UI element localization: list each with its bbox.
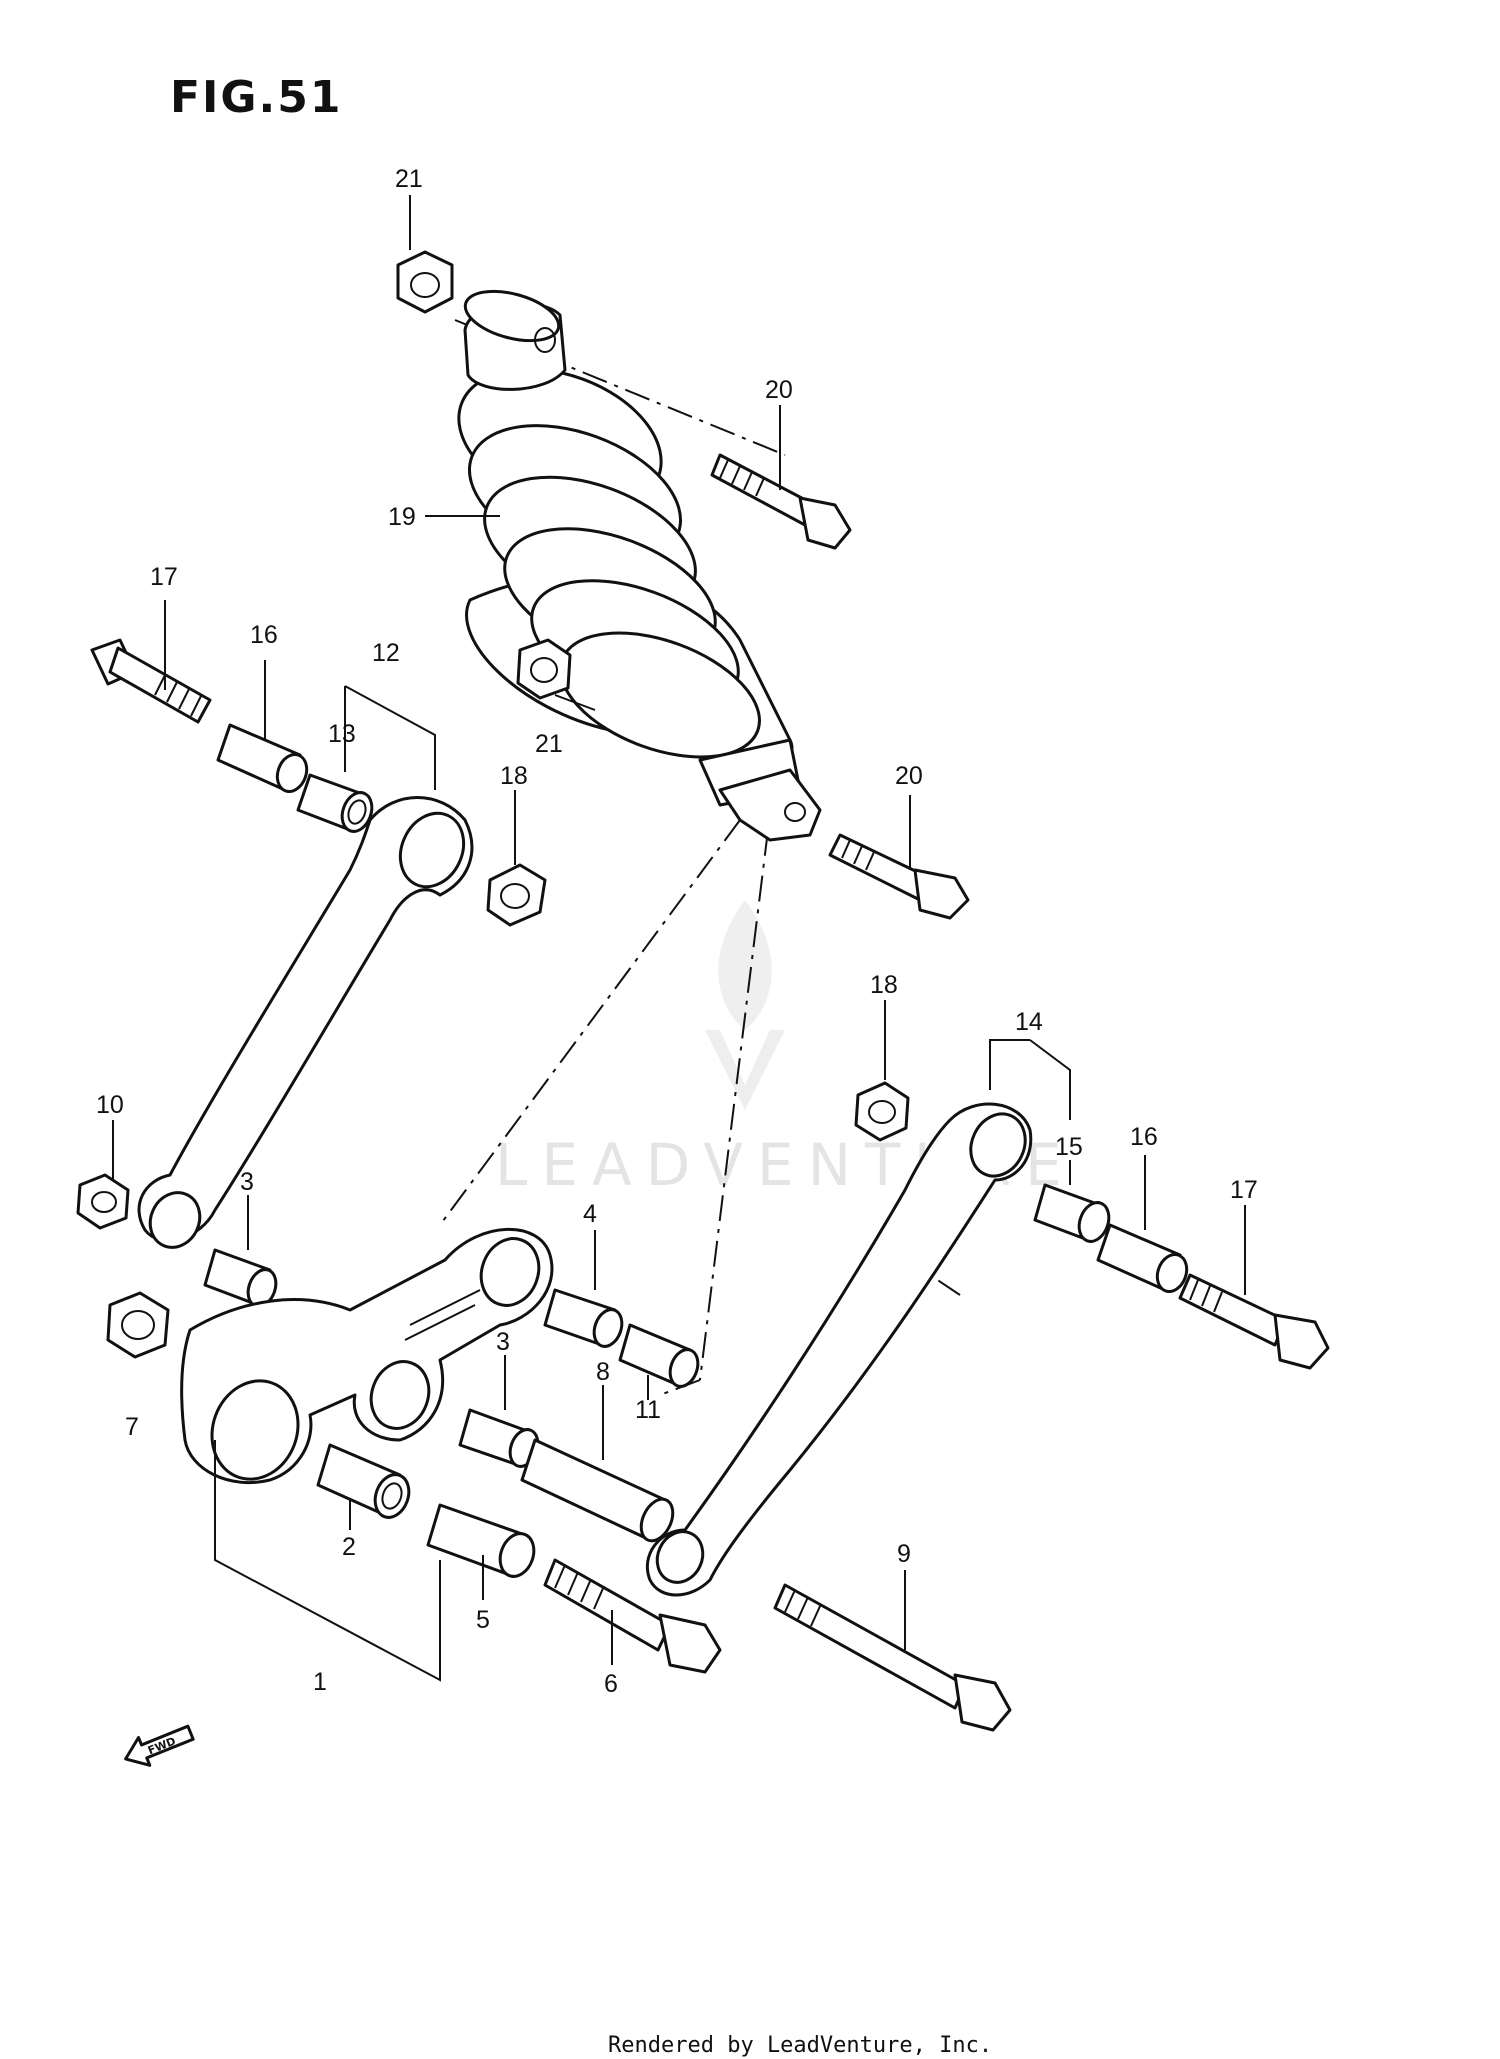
nut-10	[76, 1173, 130, 1230]
collar-11	[618, 1323, 700, 1388]
forward-direction-arrow-icon: FWD	[124, 1724, 195, 1767]
fwd-label: FWD	[146, 1734, 178, 1757]
callout-4: 4	[583, 1200, 597, 1228]
cushion-rod-right-14	[645, 1102, 1033, 1597]
callout-14: 14	[1015, 1008, 1043, 1036]
nut-18-right	[854, 1081, 910, 1142]
callout-20-lower: 20	[895, 762, 923, 790]
collar-16-right	[1096, 1223, 1189, 1293]
callout-16-right: 16	[1130, 1123, 1158, 1151]
callout-15: 15	[1055, 1133, 1083, 1161]
bolt-20-lower	[828, 833, 970, 920]
callout-13: 13	[328, 720, 356, 748]
callout-3-lower: 3	[496, 1328, 510, 1356]
nut-18-left	[486, 863, 547, 927]
bolt-17-left	[90, 638, 212, 724]
callout-17-right: 17	[1230, 1176, 1258, 1204]
callout-21-upper: 21	[395, 165, 423, 193]
callout-labels: 21 20 19 17 16 12 13 18 21 20 18 14 15 1…	[96, 165, 1258, 1698]
callout-20-upper: 20	[765, 376, 793, 404]
callout-18-left: 18	[500, 762, 528, 790]
bolt-9	[773, 1583, 1012, 1732]
callout-21-lower: 21	[535, 730, 563, 758]
bearing-2	[316, 1443, 411, 1519]
callout-17-left: 17	[150, 563, 178, 591]
bolt-20-upper	[710, 453, 852, 550]
callout-3-upper: 3	[240, 1168, 254, 1196]
callout-8: 8	[596, 1358, 610, 1386]
cushion-rod-left-12	[137, 796, 474, 1249]
bearing-4	[543, 1288, 624, 1348]
render-credit-footer: Rendered by LeadVenture, Inc.	[608, 2033, 992, 2058]
bolt-6	[543, 1558, 722, 1674]
bolt-17-right	[1178, 1273, 1330, 1370]
callout-16-left: 16	[250, 621, 278, 649]
callout-7: 7	[125, 1413, 139, 1441]
rear-shock-absorber-19	[457, 289, 822, 842]
nut-21-lower	[516, 638, 572, 700]
callout-6: 6	[604, 1670, 618, 1698]
bearing-15	[1033, 1183, 1111, 1243]
cushion-lever-1	[180, 1227, 554, 1485]
bearing-13	[296, 773, 374, 833]
leadventure-watermark-logo	[705, 900, 785, 1110]
callout-1: 1	[313, 1668, 327, 1696]
collar-8	[520, 1438, 675, 1543]
collar-16-left	[216, 723, 309, 793]
callout-18-right: 18	[870, 971, 898, 999]
collar-5	[426, 1503, 536, 1578]
callout-10: 10	[96, 1091, 124, 1119]
nut-21-upper	[396, 250, 454, 314]
callout-5: 5	[476, 1606, 490, 1634]
callout-12: 12	[372, 639, 400, 667]
callout-9: 9	[897, 1540, 911, 1568]
callout-11: 11	[635, 1396, 661, 1424]
callout-leader-lines	[112, 195, 1246, 1682]
callout-2: 2	[342, 1533, 356, 1561]
nut-7	[106, 1291, 170, 1359]
figure-title: FIG.51	[170, 72, 343, 123]
callout-19: 19	[388, 503, 416, 531]
